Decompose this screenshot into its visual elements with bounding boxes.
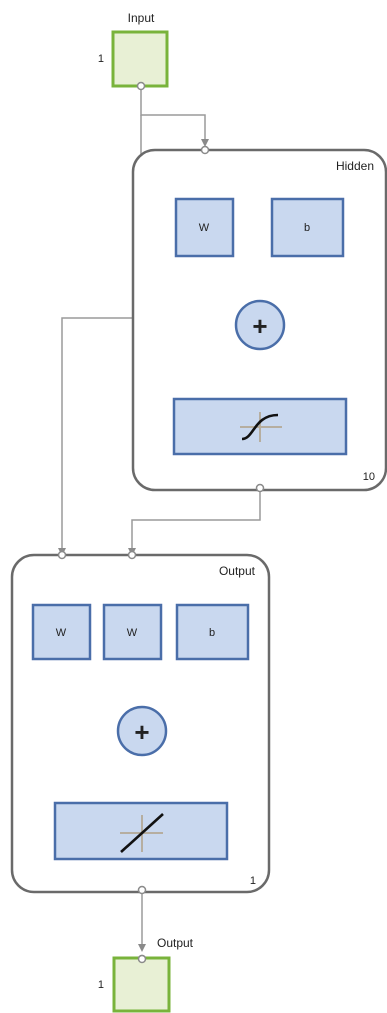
junction-input-out [136,81,146,91]
output-layer-title: Output [219,564,256,578]
hidden-weight-label: W [199,222,210,234]
output-block-port [137,954,147,964]
output-weight1-label: W [56,627,67,639]
output-weight1-block[interactable] [31,603,92,661]
input-block[interactable] [111,30,169,88]
hidden-sum-symbol: + [252,311,267,341]
output-bias-block[interactable] [175,603,250,661]
hidden-bias-block[interactable] [270,197,345,258]
input-title: Input [128,11,155,25]
output-title: Output [157,936,194,950]
output-bias-label: b [209,627,215,639]
hidden-bias-label: b [304,222,310,234]
output-weight2-label: W [127,627,138,639]
input-size: 1 [98,53,104,65]
output-weight2-block[interactable] [102,603,163,661]
hidden-sum-node[interactable] [234,299,286,351]
hidden-weight-block[interactable] [174,197,235,258]
junction-output-out [137,885,147,895]
hidden-layer-title: Hidden [336,159,374,173]
wire-input-to-hidden [140,86,209,147]
junction-hidden-out [255,483,265,493]
hidden-layer-size: 10 [363,471,375,483]
purelin-icon [120,813,164,853]
output-layer-size: 1 [250,875,256,887]
hidden-layer[interactable]: Hidden 10 W b + [131,148,387,492]
output-sum-symbol: + [134,717,149,747]
wire-input-to-output [58,115,142,556]
junction-output-in2 [127,550,137,560]
output-layer[interactable]: Output 1 W W b + [10,553,271,894]
output-size: 1 [98,979,104,991]
output-sum-node[interactable] [116,705,168,757]
output-block[interactable] [112,956,171,1013]
tansig-icon [240,412,282,442]
wire-hidden-to-output [128,487,261,556]
junction-output-in1 [57,550,67,560]
junction-hidden-in [200,145,210,155]
